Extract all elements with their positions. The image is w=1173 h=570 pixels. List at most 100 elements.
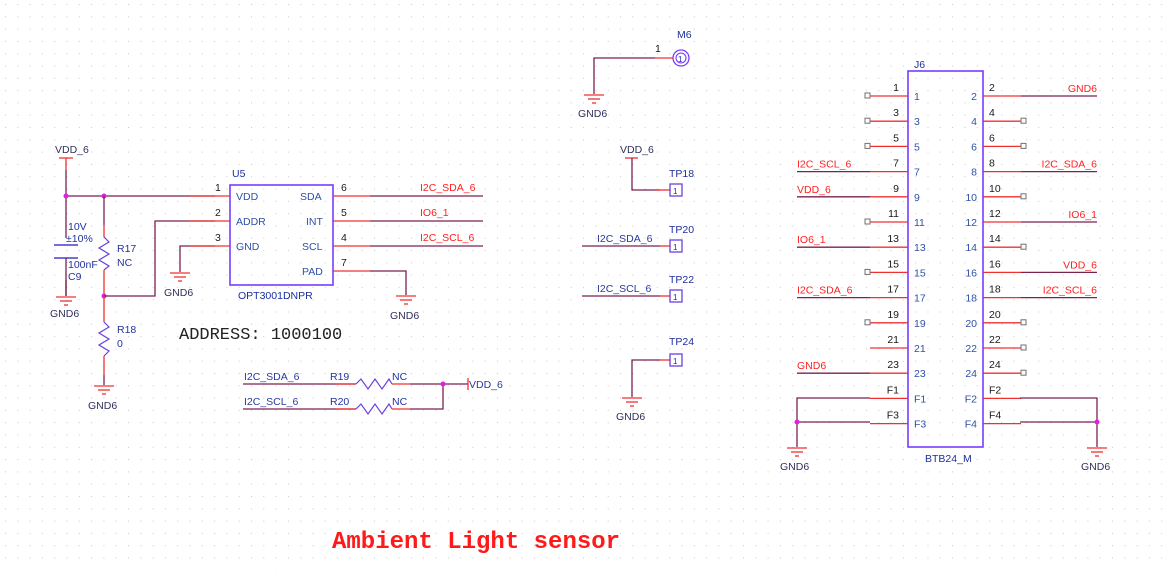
net-label: I2C_SCL_6 [597,283,651,295]
no-connect-icon [864,218,871,225]
r18-ref: R18 [117,324,136,336]
gnd-symbol-j6-right: GND6 [1081,447,1110,473]
ic-u5[interactable]: U5 OPT3001DNPR 1 2 3 VDD ADDR GND 6 5 4 … [190,168,370,302]
vdd-label: VDD_6 [469,379,503,391]
pin-number: 22 [989,334,1001,346]
net-label: IO6_1 [1068,209,1097,221]
net-label: I2C_SDA_6 [244,371,300,383]
mounting-hole-m6[interactable]: M6 1 1 [593,29,692,94]
vdd-label: VDD_6 [55,144,89,156]
resistor-zigzag-icon [97,321,111,357]
connector-j6[interactable]: J6 BTB24_M 11335577I2C_SCL_699VDD_611111… [797,59,1097,465]
j6-part: BTB24_M [925,453,972,465]
no-connect-icon [864,92,871,99]
resistor-zigzag-icon [355,377,393,391]
gnd-label: GND6 [50,308,79,320]
pin-name: 14 [965,242,977,254]
address-note: ADDRESS: 1000100 [179,326,342,345]
testpoint-tp22[interactable]: 1 TP22 I2C_SCL_6 [582,274,694,303]
pin-number: 3 [893,107,899,119]
testpoint-tp18[interactable]: VDD_6 1 TP18 [620,144,694,197]
net-label: IO6_1 [797,234,826,246]
pin-name: F3 [914,419,926,431]
vdd-supply-left[interactable]: VDD_6 [55,144,89,170]
pin-number: 13 [887,233,899,245]
pin-number: 21 [887,334,899,346]
pin-name: F2 [965,393,977,405]
gnd-label: GND6 [616,411,645,423]
no-connect-icon [1020,243,1027,250]
tp-ref: TP18 [669,168,694,180]
tp-ref: TP22 [669,274,694,286]
testpoint-icon: 1 [673,357,678,366]
pin-number: 20 [989,309,1001,321]
pin-number: 17 [887,284,899,296]
pin-name: 10 [965,192,977,204]
gnd-symbol-c9: GND6 [50,280,79,320]
j6-pin-1[interactable]: 11 [864,82,920,103]
r17-value: NC [117,257,133,269]
pin-number: 5 [341,207,347,219]
no-connect-icon [1020,344,1027,351]
pin-name: F4 [965,419,977,431]
resistor-r18[interactable]: R18 0 [97,296,136,385]
testpoint-tp24[interactable]: 1 TP24 GND6 [616,336,694,423]
no-connect-icon [1020,193,1027,200]
pin-number: 2 [215,207,221,219]
net-label: GND6 [1068,83,1097,95]
pin-number: 4 [341,232,347,244]
j6-pin-3[interactable]: 33 [864,107,920,128]
j6-pin-5[interactable]: 55 [864,132,920,153]
pin-number: F4 [989,410,1001,422]
net-label: VDD_6 [797,184,831,196]
resistor-r20[interactable]: I2C_SCL_6 R20 NC [243,396,410,416]
net-label: I2C_SDA_6 [420,182,476,194]
resistor-r19[interactable]: I2C_SDA_6 R19 NC [243,371,410,391]
j6-pin-6[interactable]: 66 [971,132,1027,153]
pin-number: 9 [893,183,899,195]
pin-number: 7 [341,257,347,269]
vdd-label: VDD_6 [620,144,654,156]
no-connect-icon [864,319,871,326]
gnd-symbol-j6-left: GND6 [780,447,809,473]
resistor-zigzag-icon [355,402,393,416]
gnd-label: GND6 [164,287,193,299]
pin-number: 23 [887,359,899,371]
capacitor-c9[interactable]: 10V ±10% 100nF C9 [54,221,98,296]
pin-name: 19 [914,318,926,330]
gnd-symbol-m6: GND6 [578,94,607,120]
pin-number: F2 [989,384,1001,396]
testpoint-tp20[interactable]: 1 TP20 I2C_SDA_6 [582,224,694,253]
junction [63,193,69,199]
testpoint-icon: 1 [673,187,678,196]
resistor-r17[interactable]: R17 NC [97,196,136,296]
pin-name: SDA [300,191,322,203]
j6-pin-4[interactable]: 44 [971,107,1027,128]
pin-name: 17 [914,293,926,305]
pin-name: 24 [965,368,977,380]
